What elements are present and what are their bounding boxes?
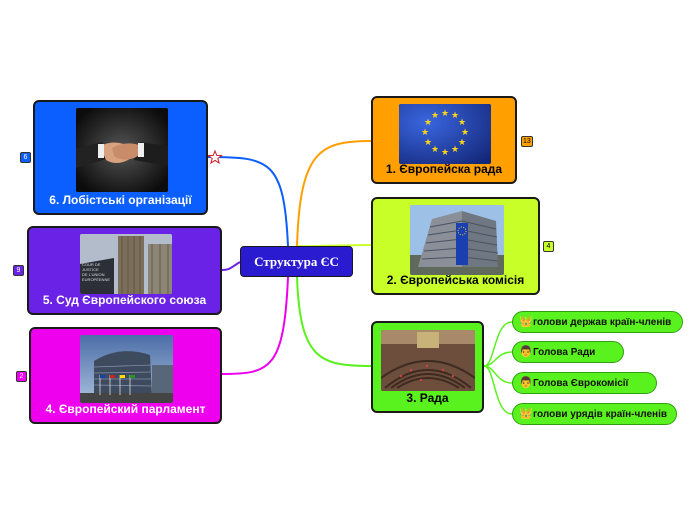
- node-lobby-organizations[interactable]: 6. Лобістські організації: [33, 100, 208, 215]
- badge-council: 13: [521, 136, 533, 147]
- leaf-heads-of-government[interactable]: 👑голови урядів країн-членів: [512, 403, 677, 425]
- label-european-parliament: 4. Європейский парламент: [45, 402, 206, 416]
- svg-text:★: ★: [458, 118, 466, 128]
- svg-text:★: ★: [431, 145, 439, 155]
- node-rada[interactable]: 3. Рада: [371, 321, 484, 413]
- link-rada: [296, 276, 373, 367]
- parliament-building-image: [80, 335, 173, 403]
- court-sign: COUR DE JUSTICE DE L'UNION EUROPÉENNE: [82, 262, 111, 282]
- link-lobby: [207, 156, 289, 247]
- central-topic[interactable]: Структура ЄС: [240, 246, 353, 277]
- leaf-commission-president[interactable]: 👨Голова Єврокомісії: [512, 372, 657, 394]
- star-icon: [207, 149, 223, 165]
- svg-text:★: ★: [441, 109, 449, 119]
- crown-icon: 👑: [519, 316, 533, 328]
- label-european-commission: 2. Європейська комісія: [386, 273, 525, 287]
- label-rada: 3. Рада: [406, 391, 449, 405]
- link-parliament: [220, 276, 289, 375]
- handshake-image: [76, 108, 168, 192]
- svg-text:★: ★: [424, 118, 432, 128]
- svg-text:★: ★: [461, 128, 469, 138]
- badge-court: 9: [13, 265, 24, 276]
- link-council: [296, 140, 373, 247]
- svg-text:★: ★: [431, 111, 439, 121]
- commission-building-image: [410, 205, 504, 275]
- node-european-council[interactable]: ★★★ ★★★ ★★★ ★★★ 1. Європейска рада: [371, 96, 517, 184]
- leaf-council-president[interactable]: 👨Голова Ради: [512, 341, 624, 363]
- rada-hall-image: [381, 330, 475, 391]
- link-leaf-1: [483, 321, 513, 367]
- badge-lobby: 6: [20, 152, 31, 163]
- node-european-parliament[interactable]: 4. Європейский парламент: [29, 327, 222, 424]
- crown-icon: 👑: [519, 408, 533, 420]
- person-icon: 👨: [519, 377, 533, 389]
- node-european-commission[interactable]: 2. Європейська комісія: [371, 197, 540, 295]
- person-icon: 👨: [519, 346, 533, 358]
- badge-parliament: 2: [16, 371, 27, 382]
- label-lobby-organizations: 6. Лобістські організації: [49, 193, 192, 207]
- leaf-heads-of-state[interactable]: 👑голови держав країн-членів: [512, 311, 683, 333]
- label-court-of-justice: 5. Суд Європейского союза: [42, 293, 207, 307]
- link-court: [221, 261, 241, 271]
- link-leaf-4: [483, 365, 513, 415]
- svg-text:★: ★: [451, 111, 459, 121]
- label-european-council: 1. Європейска рада: [385, 162, 503, 176]
- svg-text:★: ★: [424, 138, 432, 148]
- node-court-of-justice[interactable]: COUR DE JUSTICE DE L'UNION EUROPÉENNE 5.…: [27, 226, 222, 315]
- svg-text:★: ★: [421, 128, 429, 138]
- court-building-image: COUR DE JUSTICE DE L'UNION EUROPÉENNE: [80, 234, 172, 294]
- svg-text:★: ★: [451, 145, 459, 155]
- svg-text:★: ★: [458, 138, 466, 148]
- eu-flag-image: ★★★ ★★★ ★★★ ★★★: [399, 104, 491, 164]
- badge-commission: 4: [543, 241, 554, 252]
- svg-text:★: ★: [441, 148, 449, 158]
